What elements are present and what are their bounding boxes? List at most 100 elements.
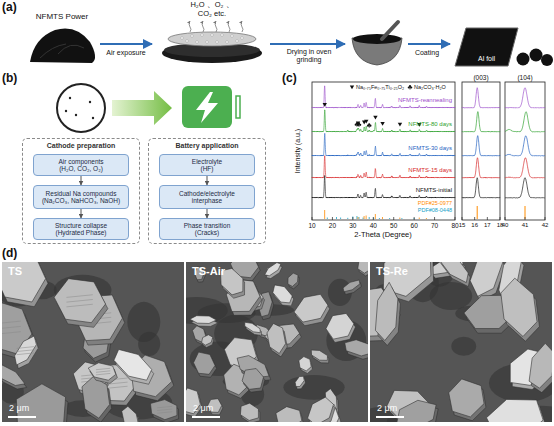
process-box: Cathode/electrolyte interphase <box>159 185 255 209</box>
step-label: Air exposure <box>100 49 152 57</box>
reference-stick <box>347 218 348 219</box>
reference-stick <box>525 206 526 219</box>
tick-label: 17 <box>484 222 491 229</box>
curve-label: NFMTS-30 days <box>408 145 452 152</box>
flow-arrow <box>81 176 82 185</box>
box-text: (Hydrated Phase) <box>56 229 107 236</box>
lightning-symbol <box>196 92 218 123</box>
sem-shadow <box>186 297 228 324</box>
process-arrow <box>408 43 450 45</box>
particle-face <box>190 316 217 324</box>
reference-stick <box>356 216 357 219</box>
tick-mark <box>352 217 353 220</box>
phase-marker <box>364 120 368 124</box>
xrd-patterns <box>312 85 545 220</box>
particle-face <box>396 400 436 422</box>
reference-label: PDF#08-0448 <box>418 207 452 213</box>
tick-label: 70 <box>431 222 438 229</box>
inset-curve <box>462 88 500 108</box>
box-text: Electrolyte <box>192 158 222 165</box>
particle-face <box>487 399 544 422</box>
phase-marker <box>398 123 402 127</box>
reference-label: PDF#25-0977 <box>418 200 452 206</box>
tick-label: 30 <box>349 222 356 229</box>
particle-face <box>295 376 304 386</box>
inset-frame <box>462 82 500 220</box>
reference-stick <box>419 218 420 220</box>
particle-face <box>54 279 105 323</box>
panel-letter: (c) <box>282 72 297 86</box>
scale-bar-label: 2 μm <box>9 403 29 413</box>
mechanism-illustration <box>57 84 240 132</box>
phase-marker <box>380 122 384 126</box>
stage-group: Battery applicationElectrolyte(HF)Cathod… <box>148 138 266 244</box>
lamella-line <box>17 350 34 352</box>
reference-stick <box>414 218 415 219</box>
particle-face <box>311 350 327 360</box>
group-heading: Cathode preparation <box>23 142 139 149</box>
reference-stick <box>363 218 364 220</box>
flow-arrow <box>207 176 208 185</box>
particle-face <box>88 363 116 380</box>
step-label: Coating <box>404 49 450 57</box>
tick-label: 10 <box>308 222 315 229</box>
tick-label: 42 <box>542 222 549 229</box>
reference-stick <box>399 218 400 220</box>
reference-stick <box>366 216 367 220</box>
particle-face <box>358 262 368 273</box>
process-arrow <box>100 43 152 45</box>
xrd-curve <box>312 133 455 156</box>
particle-face <box>82 377 110 419</box>
particle-face <box>449 379 484 417</box>
xrd-curve <box>312 156 455 178</box>
lamella-line <box>96 368 110 369</box>
tick-mark <box>332 217 333 220</box>
box-text: (Cracks) <box>195 229 220 236</box>
particle-face <box>501 278 537 336</box>
legend-text: Na₂CO₃·H₂O <box>414 84 446 90</box>
reference-stick <box>340 218 341 220</box>
box-text: (H₂O, CO₂, O₂) <box>59 165 103 172</box>
particle-face <box>122 406 140 422</box>
particle-face <box>114 349 152 380</box>
mortar-powder <box>353 34 401 44</box>
reference-stick <box>369 217 370 219</box>
reference-stick <box>401 218 402 219</box>
particle-face <box>273 285 292 303</box>
lamella-line <box>66 295 92 298</box>
gas-label: H₂O 、O₂ 、 CO₂ etc. <box>187 1 237 18</box>
process-illustration <box>30 21 553 66</box>
axis-title: Intensity (a.u.) <box>294 129 302 173</box>
particle-circle <box>57 84 105 132</box>
powder-texture <box>40 44 84 58</box>
lamella-line <box>2 332 21 335</box>
particle-face <box>265 263 281 276</box>
reference-stick <box>375 214 376 219</box>
particle-face <box>2 364 25 385</box>
reference-stick <box>373 218 374 220</box>
particle-face <box>439 262 468 283</box>
phase-marker <box>355 122 360 126</box>
box-text: Cathode/electrolyte interphase <box>163 190 251 205</box>
scale-bar-label: 2 μm <box>193 403 213 413</box>
reference-stick <box>389 218 390 219</box>
particle-face <box>470 262 502 296</box>
tick-mark <box>434 217 435 220</box>
scale-bar <box>376 416 404 418</box>
tick-label: 20 <box>329 222 336 229</box>
battery-icon <box>182 86 232 128</box>
panel-letter: (a) <box>2 1 17 15</box>
phase-marker <box>373 116 377 120</box>
lamella-line <box>157 412 172 414</box>
inset-curve <box>505 178 545 198</box>
particle-face <box>326 313 354 339</box>
tick-mark <box>474 217 475 220</box>
tick-label: 15 <box>459 222 466 229</box>
sample-label: TS-Air <box>192 265 225 278</box>
particle-face <box>343 280 360 292</box>
particle-dots <box>65 97 94 119</box>
stage-group: Cathode preparationAir components(H₂O, C… <box>22 138 140 244</box>
sem-images <box>0 242 554 426</box>
